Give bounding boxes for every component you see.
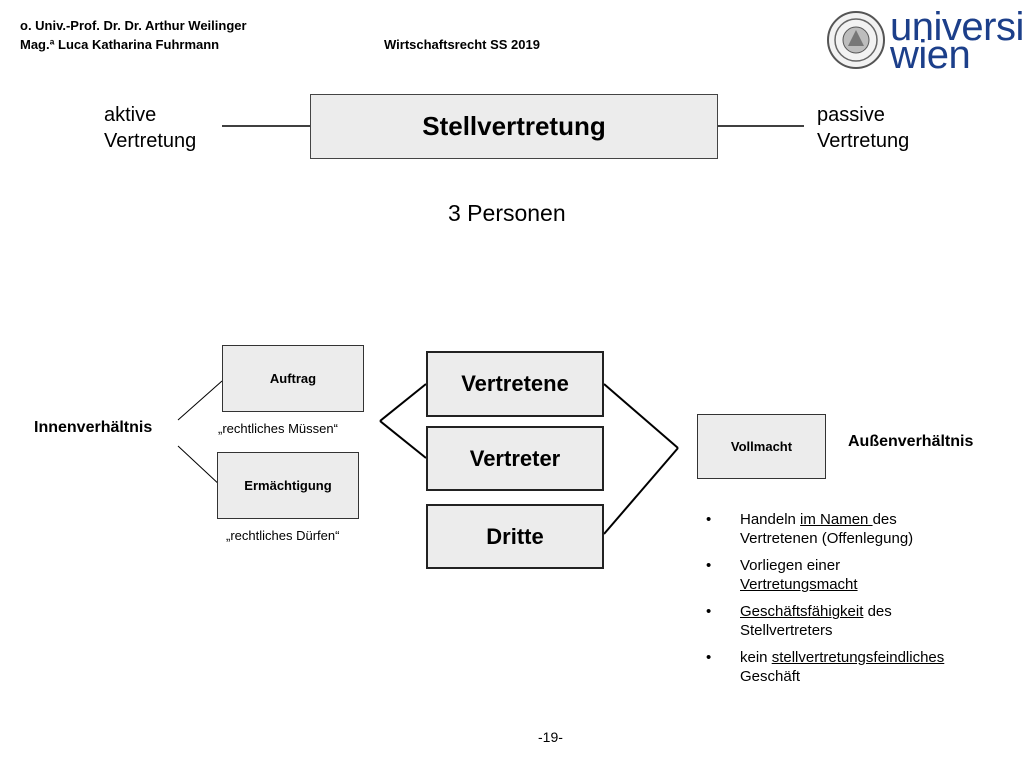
stellvertretung-box: Stellvertretung xyxy=(310,94,718,159)
author-line-2: Mag.ª Luca Katharina Fuhrmann xyxy=(20,37,220,52)
list-item: Vorliegen einer Vertretungsmacht xyxy=(700,556,960,594)
page-number: -19- xyxy=(538,729,563,745)
requirements-list: Handeln im Namen des Vertretenen (Offenl… xyxy=(700,510,960,694)
vollmacht-box: Vollmacht xyxy=(697,414,826,479)
passive-label: passive Vertretung xyxy=(817,104,910,152)
course-title: Wirtschaftsrecht SS 2019 xyxy=(384,37,540,52)
logo-text-wien: wien xyxy=(890,33,971,77)
university-seal-icon xyxy=(826,10,886,70)
list-item: kein stellvertretungsfeindliches Geschäf… xyxy=(700,648,960,686)
person-box-vertreter: Vertreter xyxy=(426,426,604,491)
ermaechtigung-note: „rechtliches Dürfen“ xyxy=(226,528,340,543)
list-item: Geschäftsfähigkeit des Stellvertreters xyxy=(700,602,960,640)
aussenverhaeltnis-label: Außenverhältnis xyxy=(848,433,974,450)
ermaechtigung-box: Ermächtigung xyxy=(217,452,359,519)
aktive-label: aktive Vertretung xyxy=(104,104,197,152)
logo-text-universitaet: universität xyxy=(890,5,1024,49)
auftrag-note: „rechtliches Müssen“ xyxy=(218,421,338,436)
person-box-dritte: Dritte xyxy=(426,504,604,569)
innenverhaeltnis-label: Innenverhältnis xyxy=(34,419,153,436)
author-line-1: o. Univ.-Prof. Dr. Dr. Arthur Weilinger xyxy=(20,18,247,33)
subtitle-3-personen: 3 Personen xyxy=(448,200,566,226)
auftrag-box: Auftrag xyxy=(222,345,364,412)
list-item: Handeln im Namen des Vertretenen (Offenl… xyxy=(700,510,960,548)
person-box-vertretene: Vertretene xyxy=(426,351,604,417)
